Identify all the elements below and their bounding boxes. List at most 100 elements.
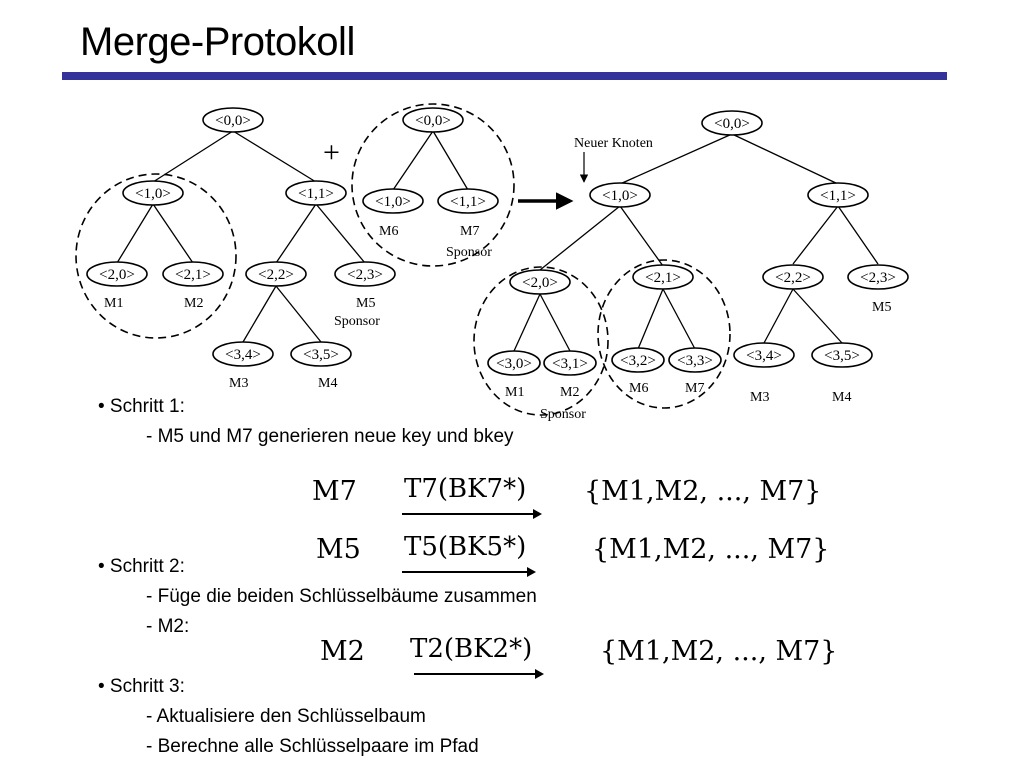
svg-text:<0,0>: <0,0> bbox=[415, 113, 451, 129]
svg-text:<3,5>: <3,5> bbox=[303, 347, 339, 363]
svg-text:<2,3>: <2,3> bbox=[347, 267, 383, 283]
svg-text:<2,1>: <2,1> bbox=[645, 270, 681, 286]
label-m7-middle: M7 bbox=[460, 224, 479, 239]
formula-m7-recipients: {M1,M2, ..., M7} bbox=[584, 476, 822, 507]
svg-text:<2,3>: <2,3> bbox=[860, 270, 896, 286]
label-sponsor-left: Sponsor bbox=[334, 314, 380, 329]
formula-m5-function: T5(BK5*) bbox=[404, 532, 527, 562]
step-3-heading: • Schritt 3: bbox=[98, 676, 185, 697]
label-m4-left: M4 bbox=[318, 376, 337, 391]
node-right-3-1: <3,1> bbox=[543, 350, 597, 376]
formula-m7: M7 T7(BK7*) {M1,M2, ..., M7} bbox=[312, 470, 852, 519]
svg-text:<3,2>: <3,2> bbox=[620, 353, 656, 369]
svg-text:<1,1>: <1,1> bbox=[820, 188, 856, 204]
page-title: Merge-Protokoll bbox=[80, 20, 355, 64]
label-sponsor-right: Sponsor bbox=[540, 407, 586, 422]
node-right-3-2: <3,2> bbox=[611, 347, 665, 373]
svg-text:<1,0>: <1,0> bbox=[135, 186, 171, 202]
node-left-2-3: <2,3> bbox=[334, 261, 396, 287]
step-1-heading: • Schritt 1: bbox=[98, 396, 185, 417]
node-left-2-1: <2,1> bbox=[162, 261, 224, 287]
svg-text:<2,0>: <2,0> bbox=[522, 275, 558, 291]
formula-m7-arrow bbox=[402, 509, 542, 519]
node-middle-0-0: <0,0> bbox=[402, 107, 464, 133]
svg-text:<1,0>: <1,0> bbox=[602, 188, 638, 204]
group-circle-right-b bbox=[597, 259, 731, 409]
label-m3-right: M3 bbox=[750, 390, 769, 405]
formula-m5: M5 T5(BK5*) {M1,M2, ..., M7} bbox=[316, 528, 856, 577]
formula-m2-recipients: {M1,M2, ..., M7} bbox=[600, 636, 838, 667]
label-m4-right: M4 bbox=[832, 390, 851, 405]
step-2: • Schritt 2: - Füge die beiden Schlüssel… bbox=[98, 552, 537, 642]
formula-m5-sender: M5 bbox=[316, 534, 361, 565]
svg-text:<2,0>: <2,0> bbox=[99, 267, 135, 283]
group-circle-middle bbox=[351, 103, 515, 267]
svg-text:<3,4>: <3,4> bbox=[225, 347, 261, 363]
step-2-heading: • Schritt 2: bbox=[98, 556, 185, 577]
node-right-1-0: <1,0> bbox=[589, 182, 651, 208]
node-right-1-1: <1,1> bbox=[807, 182, 869, 208]
node-right-2-3: <2,3> bbox=[847, 264, 909, 290]
node-left-1-0: <1,0> bbox=[122, 180, 184, 206]
label-m2-left: M2 bbox=[184, 296, 203, 311]
plus-sign: + bbox=[323, 136, 340, 169]
tree-right-edges bbox=[513, 133, 879, 352]
step-2-line-1: - Füge die beiden Schlüsselbäume zusamme… bbox=[146, 586, 537, 607]
svg-text:<2,2>: <2,2> bbox=[258, 267, 294, 283]
formula-m5-recipients: {M1,M2, ..., M7} bbox=[592, 534, 830, 565]
step-1: • Schritt 1: - M5 und M7 generieren neue… bbox=[98, 392, 514, 452]
node-left-2-2: <2,2> bbox=[245, 261, 307, 287]
formula-m2-arrow bbox=[414, 669, 544, 679]
node-left-3-4: <3,4> bbox=[212, 341, 274, 367]
node-right-0-0: <0,0> bbox=[701, 110, 763, 136]
node-right-2-1: <2,1> bbox=[632, 264, 694, 290]
tree-middle-edges bbox=[392, 130, 469, 191]
node-middle-1-0: <1,0> bbox=[362, 188, 424, 214]
svg-text:<3,5>: <3,5> bbox=[824, 348, 860, 364]
label-m6-right: M6 bbox=[629, 381, 648, 396]
node-right-3-3: <3,3> bbox=[668, 347, 722, 373]
node-right-3-0: <3,0> bbox=[487, 350, 541, 376]
svg-text:<1,1>: <1,1> bbox=[450, 194, 486, 210]
new-node-label: Neuer Knoten bbox=[574, 136, 653, 151]
formula-m2-function: T2(BK2*) bbox=[410, 634, 533, 664]
label-m2-right: M2 bbox=[560, 385, 579, 400]
svg-text:<2,1>: <2,1> bbox=[175, 267, 211, 283]
svg-text:<1,0>: <1,0> bbox=[375, 194, 411, 210]
label-m7-right: M7 bbox=[685, 381, 704, 396]
node-left-0-0: <0,0> bbox=[202, 107, 264, 133]
label-sponsor-middle: Sponsor bbox=[446, 245, 492, 260]
svg-text:<3,0>: <3,0> bbox=[496, 356, 532, 372]
formula-m7-function: T7(BK7*) bbox=[404, 474, 527, 504]
label-m1-left: M1 bbox=[104, 296, 123, 311]
formula-m2-sender: M2 bbox=[320, 636, 365, 667]
node-right-2-0: <2,0> bbox=[509, 269, 571, 295]
group-circle-right-a bbox=[473, 266, 609, 416]
label-m1-right: M1 bbox=[505, 385, 524, 400]
label-m5-left: M5 bbox=[356, 296, 375, 311]
step-3-line-1: - Aktualisiere den Schlüsselbaum bbox=[146, 706, 426, 727]
node-left-2-0: <2,0> bbox=[86, 261, 148, 287]
step-2-line-2: - M2: bbox=[146, 616, 190, 637]
tree-left-edges bbox=[116, 130, 366, 343]
svg-text:<0,0>: <0,0> bbox=[714, 116, 750, 132]
formula-m2: M2 T2(BK2*) {M1,M2, ..., M7} bbox=[320, 630, 860, 679]
merge-diagram: <0,0> <1,0> <1,1> <2,0> <2,1> <2,2> <2,3… bbox=[75, 103, 909, 422]
label-m3-left: M3 bbox=[229, 376, 248, 391]
svg-text:<2,2>: <2,2> bbox=[775, 270, 811, 286]
title-underline bbox=[62, 72, 947, 80]
svg-text:<3,3>: <3,3> bbox=[677, 353, 713, 369]
svg-text:<3,4>: <3,4> bbox=[746, 348, 782, 364]
step-3-line-2: - Berechne alle Schlüsselpaare im Pfad bbox=[146, 736, 479, 757]
svg-text:<1,1>: <1,1> bbox=[298, 186, 334, 202]
step-3: • Schritt 3: - Aktualisiere den Schlüsse… bbox=[98, 672, 479, 762]
step-1-line-1: - M5 und M7 generieren neue key und bkey bbox=[146, 426, 514, 447]
svg-text:<3,1>: <3,1> bbox=[552, 356, 588, 372]
formula-m5-arrow bbox=[402, 567, 536, 577]
node-middle-1-1: <1,1> bbox=[437, 188, 499, 214]
label-m6-middle: M6 bbox=[379, 224, 398, 239]
svg-text:<0,0>: <0,0> bbox=[215, 113, 251, 129]
formula-m7-sender: M7 bbox=[312, 476, 357, 507]
node-right-2-2: <2,2> bbox=[762, 264, 824, 290]
group-circle-left bbox=[75, 173, 237, 339]
